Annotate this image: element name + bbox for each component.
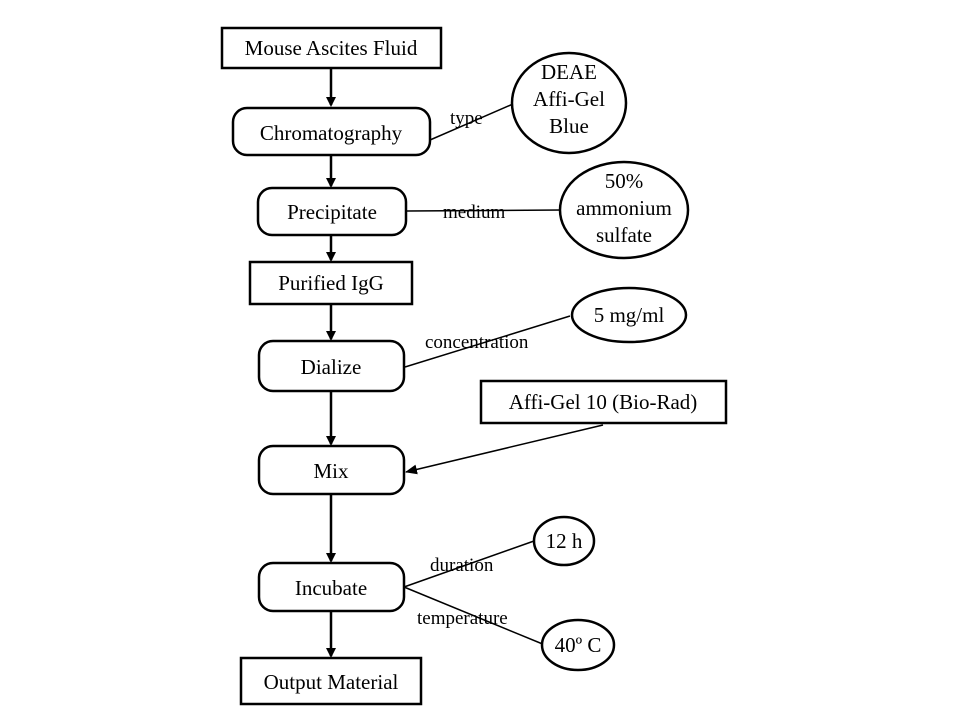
edge-label-concentration: concentration [425, 332, 529, 353]
attribute-medium-value: 50% ammonium sulfate [558, 160, 690, 260]
connector-type [429, 103, 514, 141]
attribute-connectors [403, 103, 604, 646]
connector-duration [403, 540, 535, 588]
edge-label-medium: medium [443, 202, 505, 223]
edge-label-duration: duration [430, 555, 494, 576]
connector-medium [406, 209, 563, 212]
duration-value: 12 h [546, 529, 583, 553]
medium-value-line-2: ammonium [576, 196, 672, 220]
node-output-material-label: Output Material [264, 670, 399, 694]
node-purified-igg: Purified IgG [248, 260, 414, 306]
type-value-line-2: Affi-Gel [533, 87, 605, 111]
attribute-type-value: DEAE Affi-Gel Blue [510, 51, 628, 155]
edge-label-temperature: temperature [417, 608, 508, 629]
affigel-box-label: Affi-Gel 10 (Bio-Rad) [509, 390, 698, 414]
node-incubate-label: Incubate [295, 576, 367, 600]
node-purified-igg-label: Purified IgG [278, 271, 384, 295]
temperature-value: 40º C [555, 633, 602, 657]
node-dialize-label: Dialize [301, 355, 362, 379]
node-output-material: Output Material [239, 656, 423, 706]
medium-value-line-1: 50% [605, 169, 644, 193]
node-mouse-ascites-label: Mouse Ascites Fluid [245, 36, 418, 60]
node-mix-label: Mix [313, 459, 349, 483]
medium-value-line-3: sulfate [596, 223, 652, 247]
attribute-temperature-value: 40º C [540, 618, 616, 672]
concentration-value: 5 mg/ml [594, 303, 665, 327]
node-chromatography: Chromatography [231, 106, 432, 157]
connector-temperature [403, 586, 546, 646]
connector-affigel [405, 424, 604, 475]
type-value-line-1: DEAE [541, 60, 597, 84]
node-precipitate: Precipitate [256, 186, 408, 237]
node-precipitate-label: Precipitate [287, 200, 377, 224]
node-chromatography-label: Chromatography [260, 121, 403, 145]
connector-concentration [404, 315, 571, 368]
attribute-concentration-value: 5 mg/ml [570, 286, 688, 344]
node-dialize: Dialize [257, 339, 406, 393]
node-mix: Mix [257, 444, 406, 496]
node-incubate: Incubate [257, 561, 406, 613]
edge-label-type: type [450, 108, 483, 129]
attribute-duration-value: 12 h [532, 515, 596, 567]
attribute-affigel-box: Affi-Gel 10 (Bio-Rad) [479, 379, 728, 425]
type-value-line-3: Blue [549, 114, 589, 138]
node-mouse-ascites: Mouse Ascites Fluid [220, 26, 443, 70]
